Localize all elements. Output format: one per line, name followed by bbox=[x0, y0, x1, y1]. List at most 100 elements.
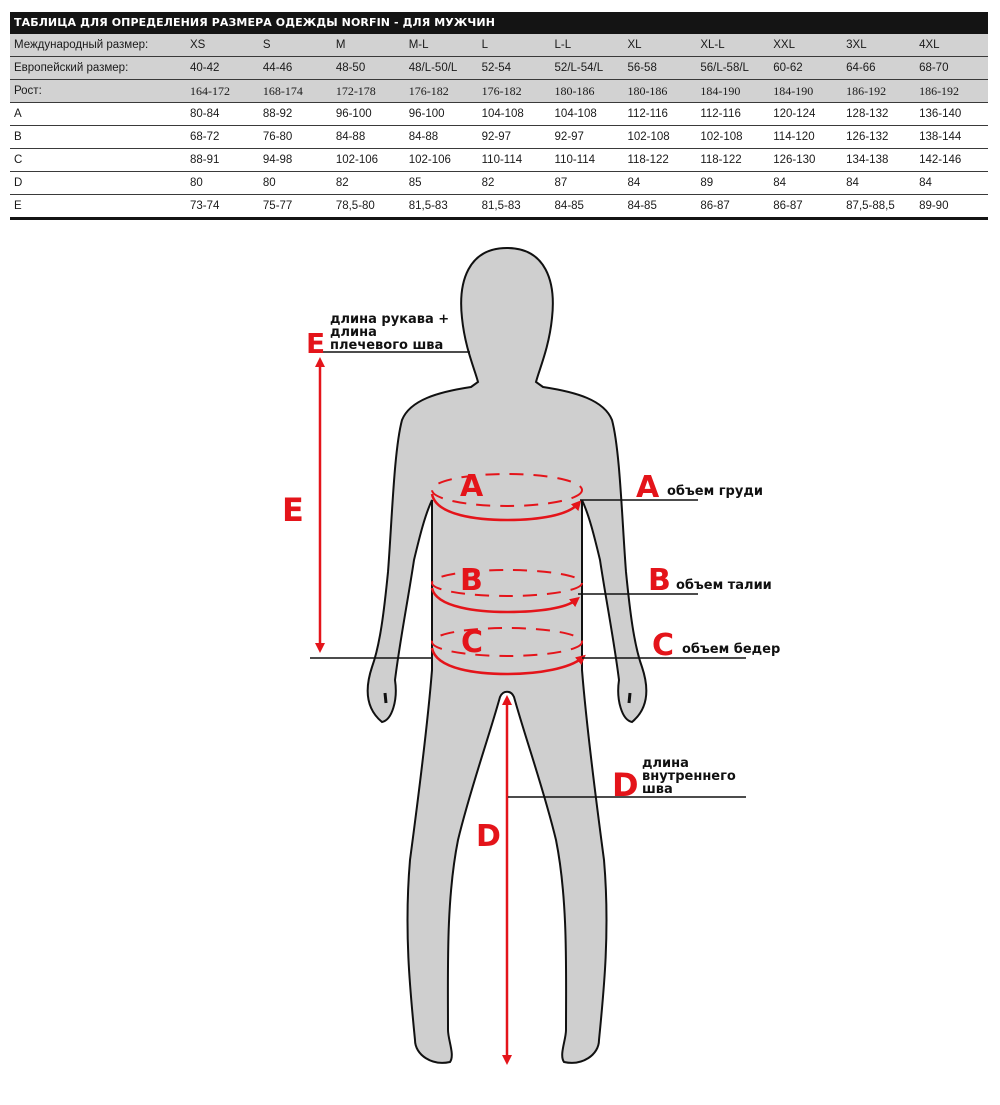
table-cell: 84-88 bbox=[404, 125, 478, 149]
table-cell: 56-58 bbox=[623, 56, 697, 80]
table-cell: 136-140 bbox=[915, 102, 988, 126]
table-cell: 96-100 bbox=[331, 102, 405, 126]
table-cell: 52-54 bbox=[477, 56, 551, 80]
table-cell: M bbox=[331, 34, 405, 57]
row-label: B bbox=[10, 125, 186, 149]
table-cell: 112-116 bbox=[623, 102, 697, 126]
table-cell: 104-108 bbox=[550, 102, 624, 126]
table-cell: L-L bbox=[550, 34, 624, 57]
a-caption: объем груди bbox=[667, 484, 763, 499]
table-cell: 89-90 bbox=[919, 200, 949, 212]
table-cell: 102-108 bbox=[623, 125, 697, 149]
table-cell: 73-74 bbox=[190, 200, 220, 212]
table-cell: 120-124 bbox=[769, 102, 843, 126]
table-cell: S bbox=[258, 34, 332, 57]
table-cell: 96-100 bbox=[404, 102, 478, 126]
a-front-arc bbox=[430, 493, 582, 522]
size-table: ТАБЛИЦА ДЛЯ ОПРЕДЕЛЕНИЯ РАЗМЕРА ОДЕЖДЫ N… bbox=[10, 12, 988, 220]
e-caption-line-1: длина рукава + bbox=[330, 312, 449, 327]
table-cell: 84 bbox=[842, 171, 916, 195]
table-cell: 64-66 bbox=[842, 56, 916, 80]
table-cell: 184-190 bbox=[769, 79, 843, 103]
table-cell: 176-182 bbox=[477, 79, 551, 103]
c-front-arc bbox=[430, 647, 586, 676]
row-label: Рост: bbox=[10, 79, 186, 103]
table-cell: 84-88 bbox=[331, 125, 405, 149]
left-hand-mark bbox=[383, 692, 388, 704]
table-cell: 44-46 bbox=[258, 56, 332, 80]
table-cell: 128-132 bbox=[842, 102, 916, 126]
a-center-letter: A bbox=[460, 469, 484, 504]
table-cell: 84 bbox=[769, 171, 843, 195]
c-side-letter: C bbox=[652, 628, 674, 663]
table-cell: 86-87 bbox=[773, 200, 803, 212]
table-cell: 75-77 bbox=[262, 200, 293, 212]
row-label: E bbox=[14, 200, 22, 212]
right-hand-mark bbox=[627, 692, 632, 704]
e-label-letter: E bbox=[306, 327, 325, 360]
table-cell: 84-85 bbox=[554, 200, 584, 212]
table-cell: 172-178 bbox=[331, 79, 405, 103]
table-cell: 4XL bbox=[915, 34, 988, 57]
table-cell: 126-132 bbox=[842, 125, 916, 149]
table-cell: 60-62 bbox=[769, 56, 843, 80]
table-cell: 110-114 bbox=[477, 148, 551, 172]
table-cell: 138-144 bbox=[915, 125, 988, 149]
table-cell: 40-42 bbox=[186, 56, 259, 80]
table-cell: 78,5-80 bbox=[335, 200, 375, 212]
d-caption-line-3: шва bbox=[642, 782, 673, 797]
row-label: Международный размер: bbox=[10, 34, 186, 57]
table-cell: 68-72 bbox=[186, 125, 259, 149]
b-back-ellipse bbox=[431, 569, 583, 597]
d-center-letter: D bbox=[476, 819, 501, 854]
d-side-letter: D bbox=[612, 766, 639, 804]
table-cell: 184-190 bbox=[696, 79, 770, 103]
table-cell: 114-120 bbox=[769, 125, 843, 149]
table-cell: 82 bbox=[331, 171, 405, 195]
table-cell: 118-122 bbox=[696, 148, 770, 172]
table-cell: 81,5-83 bbox=[481, 200, 521, 212]
table-cell: 81,5-83 bbox=[408, 200, 448, 212]
e-side-letter: E bbox=[282, 491, 304, 529]
table-row: E 73-74 75-77 78,5-80 81,5-83 81,5-83 84-85 84-… bbox=[10, 195, 988, 218]
table-cell: 102-106 bbox=[404, 148, 478, 172]
table-cell: 56/L-58/L bbox=[696, 56, 770, 80]
table-cell: 84 bbox=[623, 171, 697, 195]
c-caption: объем бедер bbox=[682, 642, 780, 657]
b-front-arc bbox=[430, 587, 580, 614]
c-center-letter: C bbox=[461, 625, 483, 660]
table-cell: 84 bbox=[915, 171, 988, 195]
d-caption-line-2: внутреннего bbox=[642, 769, 736, 784]
row-label: A bbox=[10, 102, 186, 126]
table-cell: 48-50 bbox=[331, 56, 405, 80]
table-cell: 94-98 bbox=[258, 148, 332, 172]
table-cell: 89 bbox=[696, 171, 770, 195]
table-cell: 110-114 bbox=[550, 148, 624, 172]
row-label: Европейский размер: bbox=[10, 56, 186, 80]
table-cell: 84-85 bbox=[627, 200, 657, 212]
table-cell: 102-108 bbox=[696, 125, 770, 149]
d-caption-line-1: длина bbox=[642, 756, 689, 771]
table-cell: 86-87 bbox=[700, 200, 730, 212]
table-cell: 87,5-88,5 bbox=[846, 200, 895, 212]
table-cell: 68-70 bbox=[915, 56, 988, 80]
b-center-letter: B bbox=[460, 563, 483, 598]
table-cell: 88-92 bbox=[258, 102, 332, 126]
table-cell: 82 bbox=[477, 171, 551, 195]
table-cell: 88-91 bbox=[186, 148, 259, 172]
row-label: D bbox=[10, 171, 186, 195]
table-cell: XL bbox=[623, 34, 697, 57]
table-cell: 85 bbox=[404, 171, 478, 195]
table-cell: 104-108 bbox=[477, 102, 551, 126]
table-cell: 92-97 bbox=[550, 125, 624, 149]
table-cell: 142-146 bbox=[915, 148, 988, 172]
table-cell: 80 bbox=[258, 171, 332, 195]
table-cell: M-L bbox=[404, 34, 478, 57]
